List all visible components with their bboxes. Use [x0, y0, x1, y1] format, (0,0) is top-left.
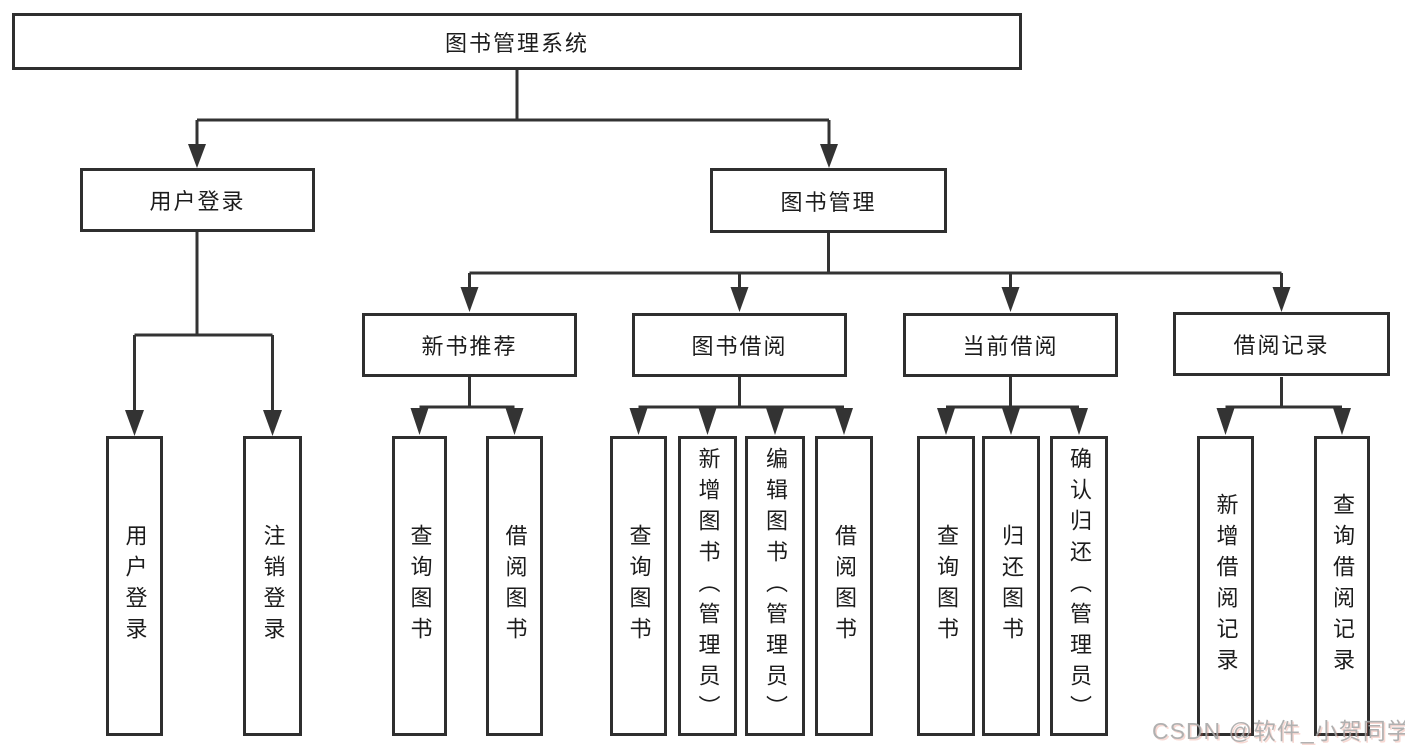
watermark: CSDN @软件_小贺同学	[1152, 718, 1405, 744]
leaf-logout-login: 注销登录	[243, 436, 302, 736]
arrow-down-icon	[835, 408, 853, 435]
arrow-down-icon	[505, 408, 524, 435]
arrow-down-icon	[410, 408, 429, 435]
leaf-label: 查询图书	[626, 524, 652, 648]
leaf-label: 用户登录	[122, 524, 148, 648]
node-book-borrow: 图书借阅	[632, 313, 847, 377]
arrow-down-icon	[460, 287, 479, 312]
leaf-label: 查询图书	[934, 524, 959, 648]
leaf-user-login: 用户登录	[106, 436, 163, 736]
arrow-down-icon	[766, 408, 784, 435]
arrow-down-icon	[1272, 287, 1291, 312]
arrow-down-icon	[730, 287, 749, 312]
leaf-label: 新增借阅记录	[1213, 493, 1239, 679]
node-root: 图书管理系统	[12, 13, 1022, 70]
arrow-down-icon	[263, 410, 282, 436]
leaf-borrow-book: 借阅图书	[815, 436, 873, 736]
node-current-borrow: 当前借阅	[903, 313, 1118, 377]
leaf-borrow-book-recommend: 借阅图书	[486, 436, 543, 736]
arrow-down-icon	[125, 410, 144, 436]
arrow-down-icon	[820, 144, 838, 168]
leaf-label: 注销登录	[260, 524, 286, 648]
node-new-book-recommend: 新书推荐	[362, 313, 577, 377]
leaf-label: 新增图书（管理员）	[695, 446, 721, 726]
leaf-label: 归还图书	[999, 524, 1024, 648]
leaf-query-book-borrow: 查询图书	[610, 436, 667, 736]
leaf-add-book-admin: 新增图书（管理员）	[678, 436, 737, 736]
leaf-label: 借阅图书	[832, 524, 857, 648]
arrow-down-icon	[698, 408, 717, 435]
leaf-query-book-recommend: 查询图书	[392, 436, 447, 736]
leaf-label: 查询图书	[407, 524, 433, 648]
arrow-down-icon	[1002, 408, 1020, 435]
leaf-label: 查询借阅记录	[1330, 493, 1355, 679]
node-user-login: 用户登录	[80, 168, 315, 232]
arrow-down-icon	[1070, 408, 1088, 435]
arrow-down-icon	[629, 408, 648, 435]
arrow-down-icon	[1001, 287, 1020, 312]
leaf-edit-book-admin: 编辑图书（管理员）	[745, 436, 805, 736]
arrow-down-icon	[188, 144, 206, 168]
arrow-down-icon	[1216, 408, 1235, 435]
arrow-down-icon	[1333, 408, 1351, 435]
leaf-add-borrow-record: 新增借阅记录	[1197, 436, 1254, 736]
leaf-return-book: 归还图书	[982, 436, 1040, 736]
leaf-query-book-current: 查询图书	[917, 436, 975, 736]
leaf-query-borrow-record: 查询借阅记录	[1314, 436, 1370, 736]
leaf-label: 借阅图书	[502, 524, 528, 648]
leaf-confirm-return-admin: 确认归还（管理员）	[1050, 436, 1108, 736]
node-book-management: 图书管理	[710, 168, 947, 233]
arrow-down-icon	[937, 408, 955, 435]
node-borrow-records: 借阅记录	[1173, 312, 1390, 376]
leaf-label: 编辑图书（管理员）	[763, 446, 788, 726]
leaf-label: 确认归还（管理员）	[1067, 446, 1092, 726]
